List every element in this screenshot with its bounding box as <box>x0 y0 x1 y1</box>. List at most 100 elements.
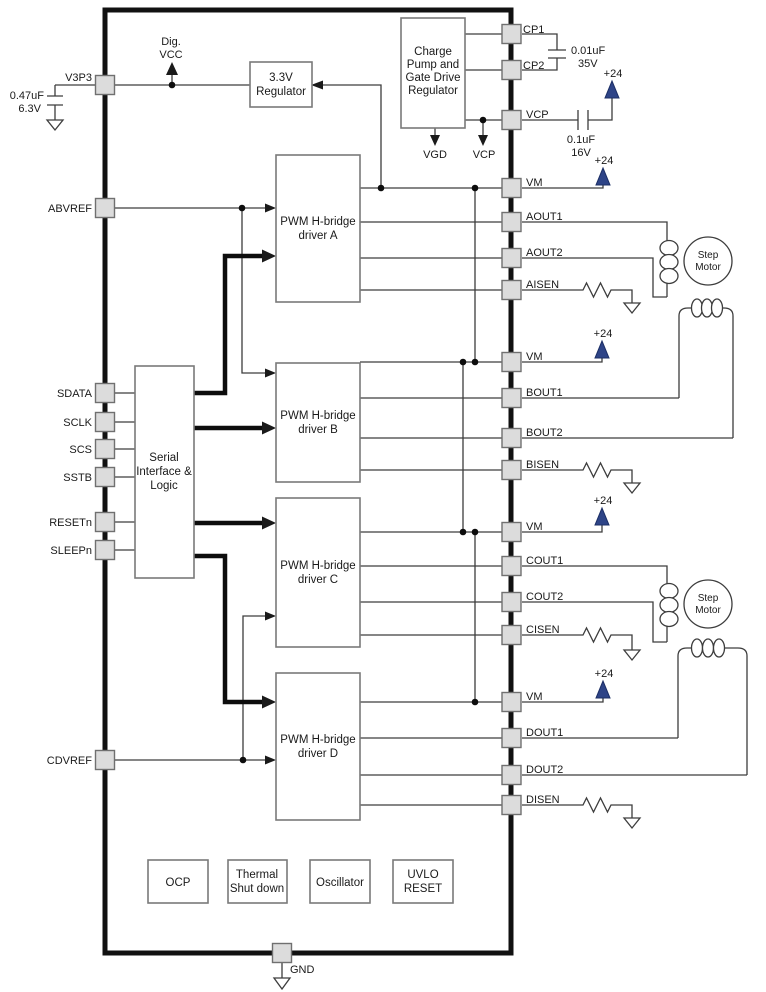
pin-cout2 <box>501 591 522 613</box>
wire-vm-interconnect <box>462 188 476 702</box>
wire-cout1-ext <box>522 565 668 583</box>
resistor-disen <box>522 796 633 818</box>
pin-gnd <box>271 942 293 964</box>
junction-dot <box>471 184 479 192</box>
wire-d-outputs <box>360 737 502 806</box>
pin-label-bout2: BOUT2 <box>526 427 563 439</box>
wire-bout-ext <box>522 397 733 439</box>
arrow-abvref-a-icon <box>265 203 276 213</box>
block-thermal-shutdown <box>227 859 288 904</box>
pin-dout2 <box>501 764 522 786</box>
arrow-left-reg33-icon <box>311 80 323 90</box>
wire-c-outputs <box>360 565 502 636</box>
pin-resetn <box>94 511 116 533</box>
pin-sclk <box>94 411 116 433</box>
arrow-bus-b-icon <box>262 421 276 435</box>
pin-aisen <box>501 279 522 301</box>
coil-d-loop <box>712 638 726 658</box>
pin-label-cp1: CP1 <box>523 24 544 36</box>
block-uvlo-label: RESET <box>404 883 442 895</box>
arrow-abvref-b-icon <box>265 368 276 378</box>
pin-label-abvref: ABVREF <box>48 203 92 215</box>
pin-abvref <box>94 197 116 219</box>
pin-label-dout1: DOUT1 <box>526 727 563 739</box>
supply-label: +24 <box>595 668 614 680</box>
pin-bout1 <box>501 387 522 409</box>
pin-label-sleepn: SLEEPn <box>50 545 92 557</box>
pin-sdata <box>94 382 116 404</box>
pin-label-dout2: DOUT2 <box>526 764 563 776</box>
supply-triangle-vm1-icon <box>595 166 611 186</box>
block-driver-a <box>275 154 361 303</box>
block-regulator-33v <box>249 61 313 108</box>
wire-serial-stubs <box>115 392 135 551</box>
arrow-cdvref-d-icon <box>265 755 276 765</box>
arrow-up-digvcc-icon <box>166 62 178 75</box>
sense-resistors <box>522 281 642 830</box>
junction-dot <box>239 756 247 764</box>
pin-vcp <box>501 109 522 131</box>
coil-d-bracket <box>677 647 748 775</box>
pin-label-vm1: VM <box>526 177 543 189</box>
block-uvlo-label: UVLO <box>407 869 438 881</box>
junction-dots <box>168 81 487 764</box>
wire-dout-ext <box>522 737 747 776</box>
block-driver-a-label: driver A <box>299 230 338 242</box>
supply-triangle-vm4-icon <box>595 679 611 699</box>
pin-label-cp2: CP2 <box>523 60 544 72</box>
pin-label-vm4: VM <box>526 691 543 703</box>
ground-symbol-disen <box>622 817 642 830</box>
pin-label-sstb: SSTB <box>63 472 92 484</box>
wire-cdvref-branch <box>242 615 265 760</box>
pin-label-scs: SCS <box>69 444 92 456</box>
bus-driver-d <box>194 553 262 705</box>
pin-cdvref <box>94 749 116 771</box>
pin-labels: V3P3 ABVREF SDATA SCLK SCS SSTB RESETn S… <box>47 24 564 976</box>
block-driver-b-label: PWM H-bridge <box>280 410 355 422</box>
resistor-aisen <box>522 281 633 303</box>
block-ocp <box>147 859 209 904</box>
wire-vm4 <box>360 698 604 703</box>
supply-label: +24 <box>604 68 623 80</box>
block-driver-c <box>275 497 361 648</box>
pins <box>94 23 522 964</box>
pin-label-cdvref: CDVREF <box>47 755 93 767</box>
block-regulator-33v-label: Regulator <box>256 86 306 98</box>
step-motor-2: Step Motor <box>522 565 748 776</box>
wire-aout1-ext <box>522 221 668 240</box>
motor1-label: Step <box>698 250 719 261</box>
wire-a-outputs <box>360 221 502 291</box>
block-driver-d <box>275 672 361 821</box>
supply-label: +24 <box>594 495 613 507</box>
block-thermal-label: Shut down <box>230 883 284 895</box>
resistor-cisen <box>522 626 633 650</box>
pin-label-cout1: COUT1 <box>526 555 563 567</box>
junction-dot <box>168 81 176 89</box>
pin-label-gnd: GND <box>290 964 315 976</box>
block-charge-pump <box>400 17 466 129</box>
coil-a-loop <box>659 253 679 271</box>
pin-label-vm2: VM <box>526 351 543 363</box>
junction-dot <box>471 698 479 706</box>
ground-symbol-gnd <box>272 977 292 991</box>
step-motor-1: Step Motor <box>522 221 734 439</box>
pin-label-sclk: SCLK <box>63 417 92 429</box>
ground-symbol-v3p3 <box>45 119 65 132</box>
vgd-label: VGD <box>423 149 447 161</box>
pin-dout1 <box>501 727 522 749</box>
block-charge-pump-label: Gate Drive <box>406 72 461 84</box>
cap-v3p3-value: 0.47uF <box>10 90 45 102</box>
motor2-body <box>683 579 733 629</box>
supply-label: +24 <box>595 155 614 167</box>
junction-dot <box>459 358 467 366</box>
pin-scs <box>94 438 116 460</box>
bus-driver-a <box>194 253 262 396</box>
pin-label-sdata: SDATA <box>57 388 93 400</box>
pin-cisen <box>501 624 522 646</box>
block-driver-d-label: driver D <box>298 748 338 760</box>
ground-symbol-aisen <box>622 302 642 315</box>
coil-c-loop <box>659 582 679 600</box>
block-ocp-label: OCP <box>166 877 191 889</box>
